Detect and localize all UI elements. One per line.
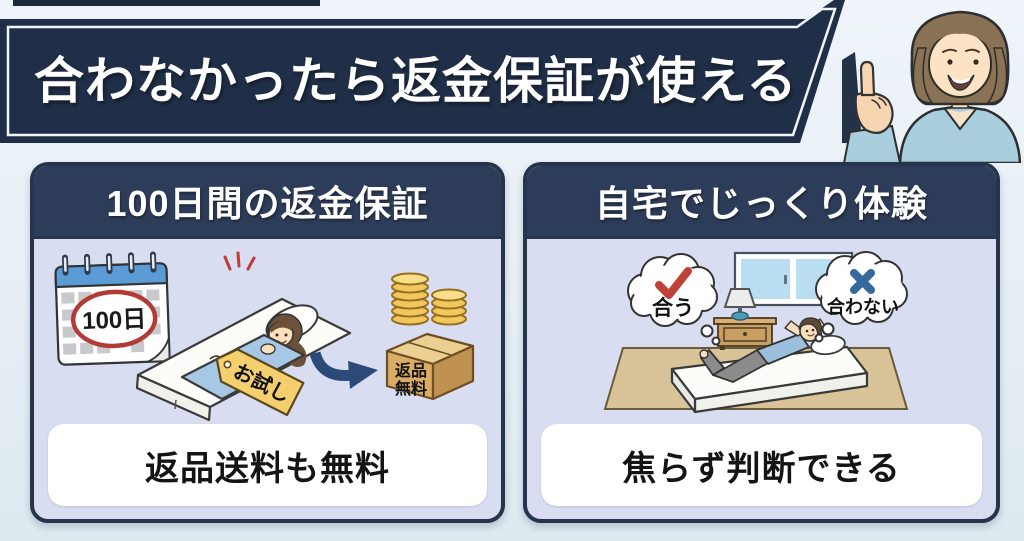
right-panel-illustration: 合う 合わない [603,251,909,414]
left-panel-header: 100日間の返金保証 [34,166,501,239]
woman-eye-left [947,59,953,65]
relaxer-foot [699,349,709,359]
emphasis-marks [223,251,256,271]
woman-hair-lock-left [912,47,934,104]
bubble-fit-label: 合う [652,296,694,320]
woman-torso [898,104,1022,163]
woman-fist [854,91,894,135]
woman-eye-right [973,59,979,65]
coin-stack-tall [391,272,429,326]
woman-chest [945,109,976,129]
woman-brow-right [965,48,980,53]
banner-inner-outline [6,7,837,137]
coin-stack-short [431,288,467,326]
cross-icon [850,269,875,294]
woman-bangs [928,20,992,50]
right-panel-footer-box: 焦らず判断できる [541,424,982,506]
woman-index-finger [859,60,876,97]
left-panel-title: 100日間の返金保証 [106,183,429,224]
right-panel-header: 自宅でじっくり体験 [527,166,996,239]
sleeper-hands [260,343,276,355]
calendar-red-circle [70,289,158,349]
woman-knuckles [871,97,887,109]
calendar-icon: 100日 [54,251,171,366]
banner-top-accent [13,0,320,6]
woman-hair-lock-right [986,47,1008,104]
relaxer-torso [756,333,810,365]
sign-corner [842,52,862,143]
left-panel-illustration: 100日 お [54,251,475,421]
calendar-label: 100日 [82,306,147,335]
panel-home-trial: 自宅でじっくり体験 [523,162,1000,523]
banner-ribbon [0,0,845,143]
woman-brow-left [942,48,957,53]
lamp-icon [723,288,757,321]
nightstand-icon [713,317,777,350]
banner-title: 合わなかったら返金保証が使える [34,53,798,109]
return-arrow-icon [309,351,378,389]
box-label-line1: 返品 [395,361,427,380]
calendar-page-curl [147,337,171,363]
left-panel-footer-text: 返品送料も無料 [145,449,390,488]
right-panel-title: 自宅でじっくり体験 [594,183,928,224]
thought-bubble-nofit: 合わない [814,251,908,343]
bubble-nofit-label: 合わない [827,296,899,317]
sleeper-bangs [270,321,292,333]
home-mattress-scene [670,317,869,414]
trial-tag: お試し [215,348,305,417]
panel-refund-guarantee: 100日間の返金保証 [30,162,505,523]
woman-vneck [944,108,977,131]
banner-shape [0,0,845,143]
guide-woman-illustration [842,10,1022,163]
right-panel-footer-text: 焦らず判断できる [622,449,901,488]
woman-mouth [947,74,975,91]
thought-bubble-fit: 合う [627,253,721,346]
return-box-icon: 返品 無料 [385,332,475,401]
left-panel-footer-box: 返品送料も無料 [48,424,487,506]
box-label-line2: 無料 [395,379,427,398]
woman-teeth [951,77,971,84]
check-icon [655,267,692,299]
